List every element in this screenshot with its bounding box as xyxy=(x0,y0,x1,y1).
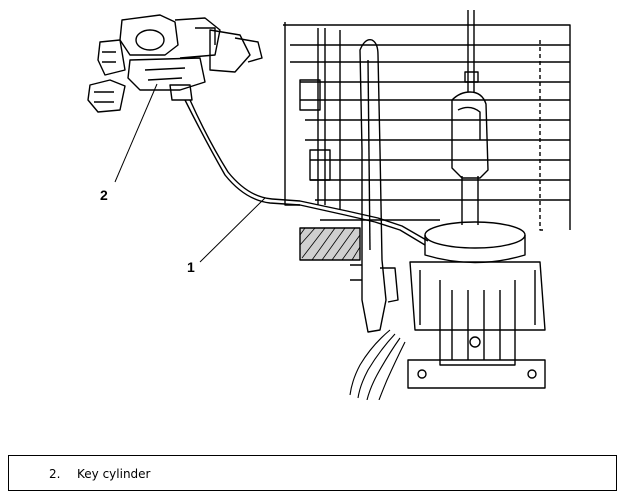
wiring-harness xyxy=(349,329,406,400)
callout-label-1: 1 xyxy=(187,259,195,275)
hatched-block xyxy=(299,227,361,261)
legend-item-number: 2. xyxy=(49,467,61,481)
callout-leader-lines xyxy=(114,83,266,263)
legend-item: 2. Key cylinder xyxy=(49,467,150,481)
shift-lever-bracket xyxy=(350,39,399,333)
shifter-cable-diagram: 1 2 xyxy=(87,10,571,400)
gear-shifter-assembly xyxy=(407,10,546,389)
legend-table: 2. Key cylinder xyxy=(8,455,617,491)
callout-label-2: 2 xyxy=(100,187,108,203)
key-cylinder-assembly xyxy=(87,14,263,113)
shift-interlock-cable xyxy=(184,99,429,246)
dashboard-frame xyxy=(283,22,571,231)
legend-item-text: Key cylinder xyxy=(77,467,151,481)
